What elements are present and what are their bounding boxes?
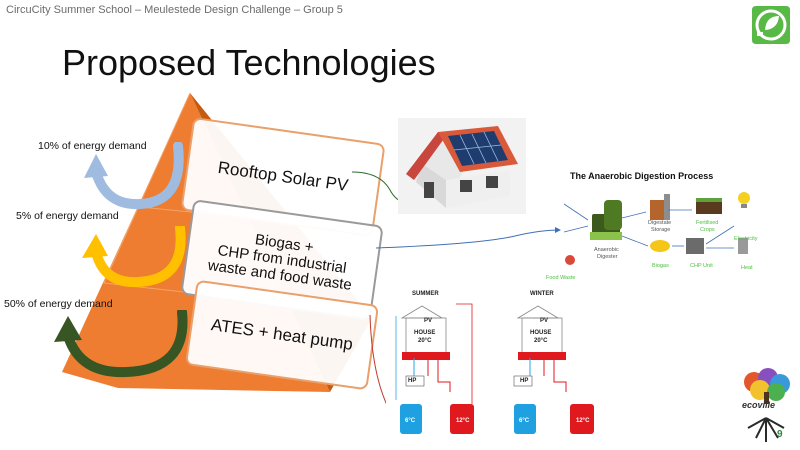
label-chp-unit: CHP Unit — [690, 263, 713, 269]
ates-winter-hp: HP — [520, 378, 529, 384]
label-anaerobic: Anaerobic — [594, 247, 619, 253]
plug-leaf-logo-icon — [752, 6, 790, 44]
label-electricity: Electricity — [734, 236, 758, 242]
ates-summer-hp: HP — [408, 378, 417, 384]
anaerobic-title: The Anaerobic Digestion Process — [570, 171, 714, 181]
label-storage: Storage — [651, 227, 671, 233]
ates-winter-cold: 6°C — [519, 418, 530, 424]
demand-label-solar: 10% of energy demand — [38, 140, 147, 152]
label-digester: Digester — [597, 254, 618, 260]
ecoville-tree-logo-icon — [744, 368, 790, 442]
ates-summer-warm: 12°C — [456, 418, 470, 424]
ecoville-wordmark: ecoville — [742, 400, 776, 410]
label-heat: Heat — [741, 265, 753, 271]
anaerobic-process-graphic — [563, 192, 750, 265]
yellow-curved-arrow-icon — [82, 226, 186, 288]
demand-label-ates: 50% of energy demand — [4, 298, 113, 310]
page-number: 9 — [777, 429, 783, 440]
ates-winter-label: WINTER — [530, 291, 554, 297]
slide-title: Proposed Technologies — [62, 42, 436, 83]
ates-winter-house: HOUSE — [530, 330, 552, 336]
ates-summer-pv: PV — [424, 318, 433, 324]
demand-label-biogas: 5% of energy demand — [16, 210, 119, 222]
ates-winter-temp: 20°C — [534, 338, 548, 344]
ates-summer-temp: 20°C — [418, 338, 432, 344]
label-biogas: Biogas — [652, 263, 669, 269]
green-curved-arrow-icon — [54, 310, 188, 378]
label-crops: Crops — [700, 227, 715, 233]
ates-winter-pv: PV — [540, 318, 549, 324]
ates-winter-warm: 12°C — [576, 418, 590, 424]
ates-summer-house: HOUSE — [414, 330, 436, 336]
ates-summer-cold: 6°C — [405, 418, 416, 424]
biogas-connector — [375, 227, 561, 249]
solar-house-illustration — [398, 118, 526, 214]
ates-diagram — [386, 296, 616, 438]
label-digestate: Digestate — [648, 220, 672, 226]
slide-header: CircuCity Summer School – Meulestede Des… — [6, 4, 343, 16]
label-fertilised: Fertilised — [696, 220, 719, 226]
ates-summer-label: SUMMER — [412, 291, 439, 297]
label-food-waste: Food Waste — [546, 275, 576, 281]
blue-curved-arrow-icon — [84, 142, 184, 210]
